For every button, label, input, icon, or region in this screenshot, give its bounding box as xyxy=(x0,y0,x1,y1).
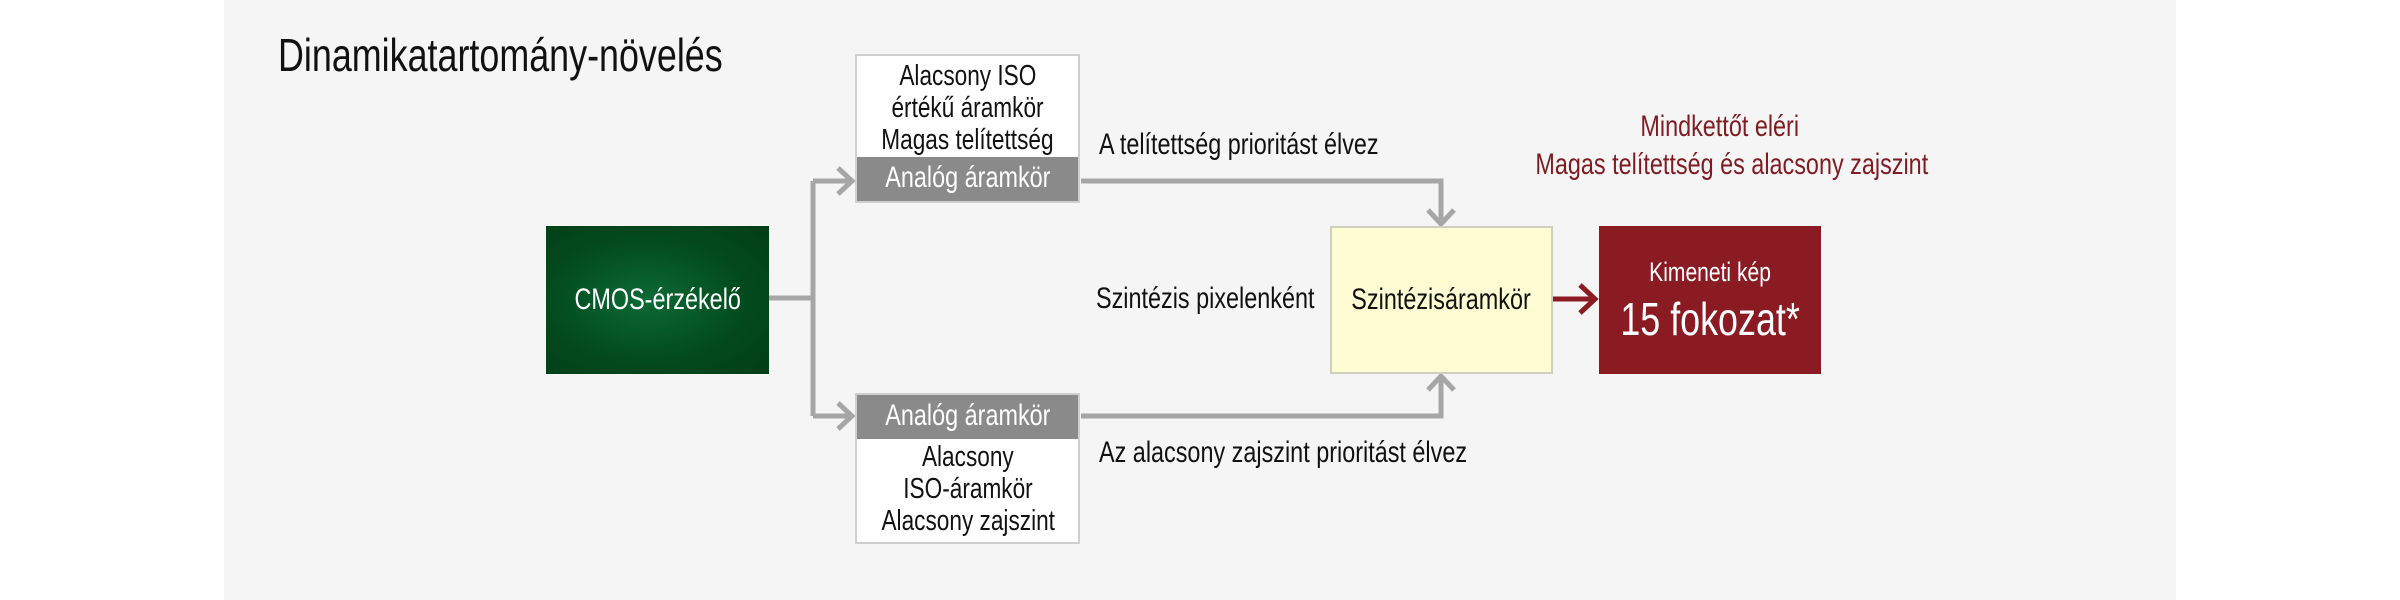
spec-line: Alacsony xyxy=(921,441,1014,473)
arrowhead-icon xyxy=(1426,208,1456,228)
arrowhead-icon xyxy=(1426,372,1456,392)
synthesis-side-label-text: Szintézis pixelenként xyxy=(1096,282,1315,315)
spec-line: ISO-áramkör xyxy=(902,473,1033,505)
top-circuit-box: Alacsony ISO értékű áramkör Magas telíte… xyxy=(855,54,1080,203)
bottom-to-synth-connector xyxy=(1081,376,1444,419)
top-circuit-spec: Alacsony ISO értékű áramkör Magas telíte… xyxy=(857,56,1078,157)
spec-line: Alacsony ISO xyxy=(898,60,1037,92)
synthesis-circuit-label: Szintézisáramkör xyxy=(1351,283,1532,316)
diagram-title-text: Dinamikatartomány-növelés xyxy=(278,29,723,81)
top-to-synth-connector xyxy=(1081,178,1444,224)
top-path-label-text: A telítettség prioritást élvez xyxy=(1099,128,1379,161)
bottom-circuit-spec: Alacsony ISO-áramkör Alacsony zajszint xyxy=(857,439,1078,537)
arrowhead-icon xyxy=(836,166,856,196)
spec-line: Alacsony zajszint xyxy=(881,505,1055,537)
output-value: 15 fokozat* xyxy=(1620,293,1800,345)
arrowhead-icon xyxy=(1578,283,1599,315)
synthesis-circuit-box: Szintézisáramkör xyxy=(1330,226,1553,374)
result-note-line: Magas telítettség és alacsony zajszint xyxy=(1535,148,1929,181)
cmos-sensor-box: CMOS-érzékelő xyxy=(546,226,769,374)
output-image-box: Kimeneti kép 15 fokozat* xyxy=(1599,226,1821,374)
top-circuit-bar: Analóg áramkör xyxy=(857,157,1078,201)
arrowhead-icon xyxy=(836,401,856,431)
bottom-circuit-bar: Analóg áramkör xyxy=(857,395,1078,439)
analog-circuit-label: Analóg áramkör xyxy=(884,161,1051,194)
spec-line: értékű áramkör xyxy=(891,92,1044,124)
output-caption: Kimeneti kép xyxy=(1649,257,1771,287)
bottom-path-label: Az alacsony zajszint prioritást élvez xyxy=(1099,438,1571,468)
top-path-label: A telítettség prioritást élvez xyxy=(1099,130,1458,160)
synthesis-side-label: Szintézis pixelenként xyxy=(1096,284,1376,314)
result-note-line: Mindkettőt eléri xyxy=(1640,110,1800,143)
bottom-circuit-box: Analóg áramkör Alacsony ISO-áramkör Alac… xyxy=(855,393,1080,544)
diagram-title: Dinamikatartomány-növelés xyxy=(278,32,848,78)
spec-line: Magas telítettség xyxy=(881,124,1054,156)
analog-circuit-label: Analóg áramkör xyxy=(884,399,1051,432)
result-note: Mindkettőt eléri Magas telítettség és al… xyxy=(1480,108,1960,184)
cmos-sensor-label: CMOS-érzékelő xyxy=(574,283,741,316)
bottom-path-label-text: Az alacsony zajszint prioritást élvez xyxy=(1099,436,1468,469)
